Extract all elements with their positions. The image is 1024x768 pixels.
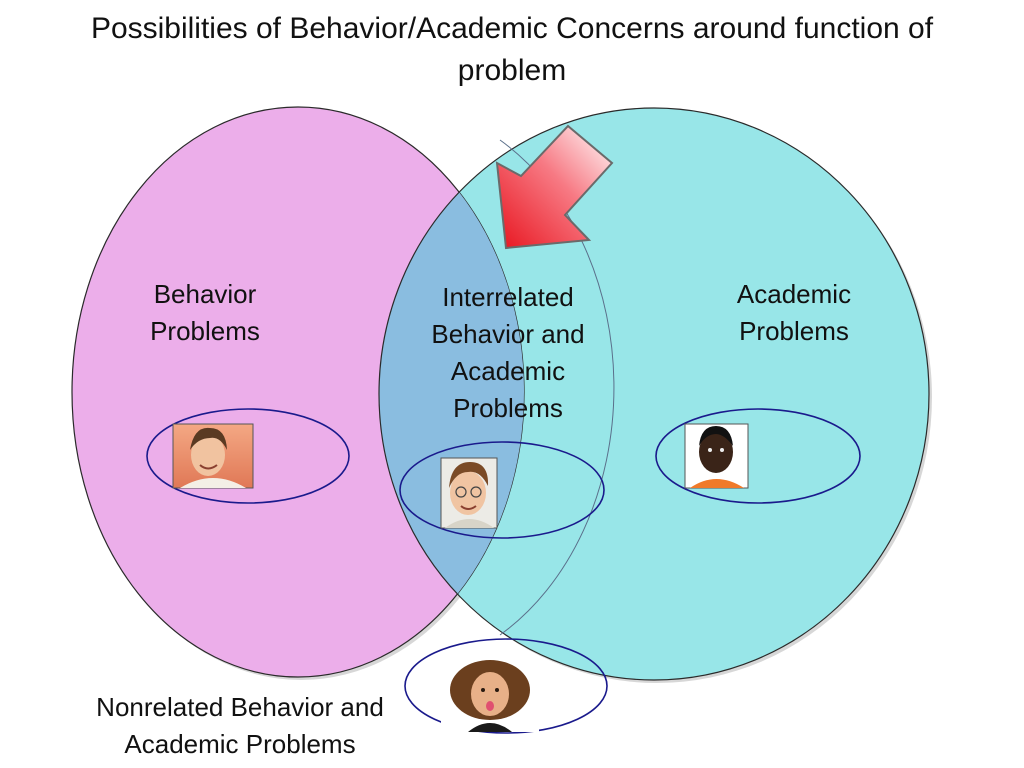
nonrelated-problems-label: Nonrelated Behavior and Academic Problem… <box>50 689 430 763</box>
nonrelated-label-line: Academic Problems <box>124 729 356 759</box>
interrelated-ring <box>399 441 605 539</box>
academic-label-line: Academic <box>736 279 852 309</box>
academic-ring <box>655 408 861 504</box>
interrelated-label-line: Academic <box>450 356 566 386</box>
page-title: Possibilities of Behavior/Academic Conce… <box>90 12 934 87</box>
academic-problems-label: Academic Problems <box>704 276 884 350</box>
behavior-ring <box>146 408 350 504</box>
interrelated-label-line: Interrelated <box>442 282 574 312</box>
down-left-arrow-icon <box>495 124 614 250</box>
interrelated-label-line: Behavior and <box>431 319 585 349</box>
child-portrait-icon <box>441 660 539 732</box>
child-portrait-icon <box>440 457 498 529</box>
interrelated-label-line: Problems <box>453 393 563 423</box>
child-portrait-icon <box>684 423 749 489</box>
behavior-problems-label: Behavior Problems <box>120 276 290 350</box>
interrelated-problems-label: Interrelated Behavior and Academic Probl… <box>403 279 613 427</box>
nonrelated-ring <box>404 638 608 734</box>
behavior-label-line: Problems <box>150 316 260 346</box>
nonrelated-label-line: Nonrelated Behavior and <box>96 692 384 722</box>
behavior-label-line: Behavior <box>153 279 257 309</box>
academic-label-line: Problems <box>739 316 849 346</box>
child-portrait-icon <box>172 423 254 489</box>
